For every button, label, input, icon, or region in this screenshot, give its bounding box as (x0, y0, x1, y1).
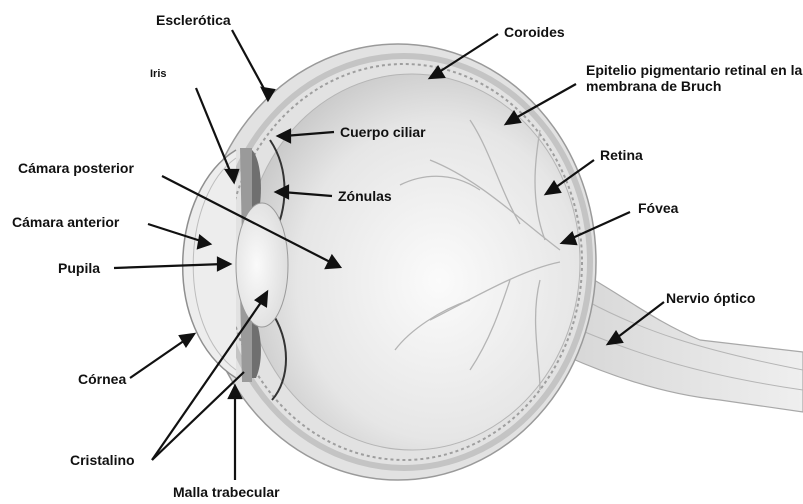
label-nervio-optico: Nervio óptico (666, 290, 755, 306)
label-coroides: Coroides (504, 24, 565, 40)
label-epitelio: Epitelio pigmentario retinal en la membr… (586, 62, 803, 94)
label-cristalino: Cristalino (70, 452, 135, 468)
label-esclerotica: Esclerótica (156, 12, 231, 28)
label-cuerpo-ciliar: Cuerpo ciliar (340, 124, 426, 140)
label-fovea: Fóvea (638, 200, 678, 216)
label-pupila: Pupila (58, 260, 100, 276)
label-malla-trabecular: Malla trabecular (173, 484, 280, 500)
label-camara-anterior: Cámara anterior (12, 214, 119, 230)
label-retina: Retina (600, 147, 643, 163)
label-zonulas: Zónulas (338, 188, 392, 204)
label-iris: Iris (150, 66, 167, 82)
lens (236, 203, 288, 327)
label-camara-posterior: Cámara posterior (18, 160, 134, 176)
label-cornea: Córnea (78, 371, 126, 387)
